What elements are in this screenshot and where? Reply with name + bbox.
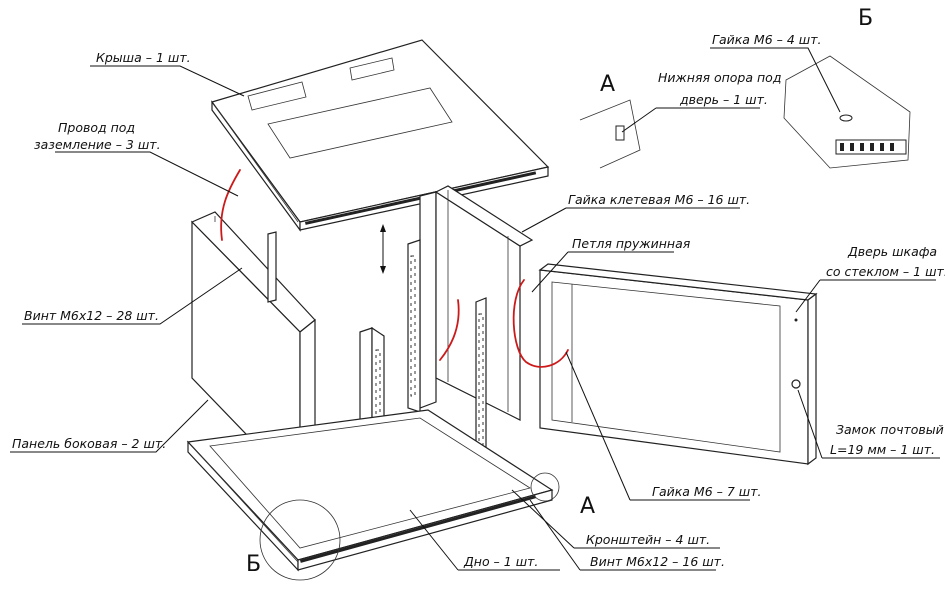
label-cage-nut: Гайка клетевая М6 – 16 шт. — [568, 192, 751, 207]
label-bottom: Дно – 1 шт. — [464, 554, 539, 569]
label-screw-top: Винт М6х12 – 28 шт. — [24, 308, 159, 323]
label-nut-m6-7: Гайка М6 – 7 шт. — [652, 484, 762, 499]
label-ground-wire-line2: заземление – 3 шт. — [34, 137, 161, 152]
label-lock-line1: Замок почтовый — [836, 422, 944, 437]
detail-a — [579, 99, 641, 169]
label-door-line1: Дверь шкафа — [848, 244, 938, 259]
callout-a-top: А — [600, 72, 616, 97]
callout-a-bottom: А — [580, 494, 596, 519]
label-side-panel: Панель боковая – 2 шт. — [12, 436, 167, 451]
detail-b-marker — [259, 499, 341, 581]
label-screw-bottom: Винт М6х12 – 16 шт. — [590, 554, 725, 569]
rear-rail-left — [267, 231, 277, 303]
callout-b-bottom: Б — [246, 552, 262, 577]
label-door-line2: со стеклом – 1 шт. — [826, 264, 945, 279]
glass-door — [538, 263, 818, 466]
bottom-part — [186, 409, 554, 572]
label-nut-m6-4: Гайка М6 – 4 шт. — [712, 32, 822, 47]
callout-b-top: Б — [858, 6, 874, 31]
label-ground-wire-line1: Провод под — [58, 120, 136, 135]
roof-part — [211, 39, 550, 232]
detail-a-marker — [530, 472, 560, 502]
leader-lines — [10, 47, 940, 571]
ground-wires — [220, 169, 569, 368]
label-roof: Крыша – 1 шт. — [96, 50, 191, 65]
detail-b — [783, 55, 911, 169]
label-lock-line2: L=19 мм – 1 шт. — [830, 442, 935, 457]
label-bracket: Кронштейн – 4 шт. — [586, 532, 711, 547]
label-door-support-line1: Нижняя опора под — [658, 70, 782, 85]
assembly-arrow — [380, 224, 386, 274]
label-door-support-line2: дверь – 1 шт. — [680, 92, 768, 107]
label-spring-hinge: Петля пружинная — [572, 236, 691, 251]
